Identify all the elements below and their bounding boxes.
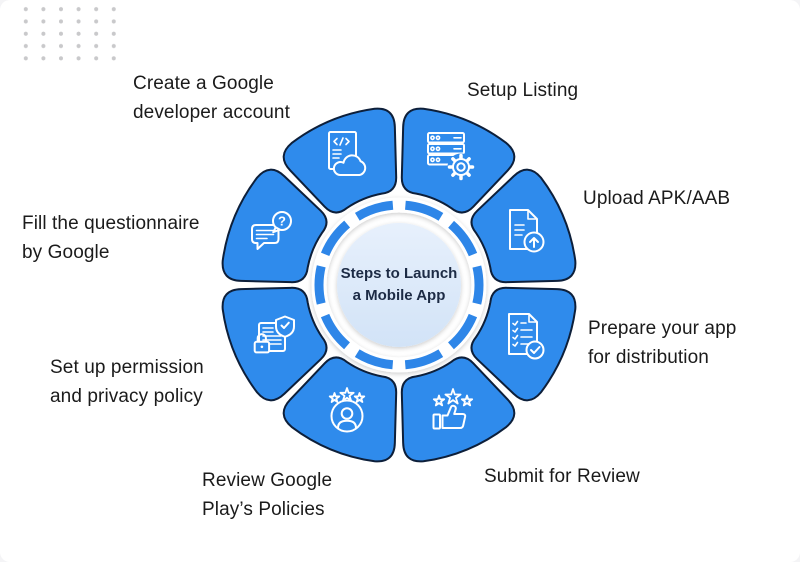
center-hub [311, 197, 487, 373]
dot-grid-decoration [17, 3, 123, 65]
step-label-permission-privacy: Set up permission and privacy policy [50, 357, 204, 407]
step-label-submit-for-review: Submit for Review [484, 466, 640, 487]
center-disc [337, 223, 461, 347]
step-label-create-developer-account: Create a Google developer account [133, 73, 290, 123]
step-label-review-policies: Review Google Play’s Policies [202, 470, 333, 520]
thumbs-up-stars-icon [432, 388, 474, 430]
step-label-setup-listing: Setup Listing [467, 80, 579, 101]
center-title: Steps to Launch a Mobile App [340, 265, 458, 304]
checklist-check-icon [508, 313, 545, 360]
step-label-prepare-distribution: Prepare your app for distribution [588, 318, 737, 368]
keyhole-dot [260, 345, 264, 349]
chat-question-icon: ? [251, 211, 292, 250]
document-upload-icon [509, 209, 545, 253]
step-label-upload-apk-aab: Upload APK/AAB [583, 188, 731, 209]
question-mark-glyph: ? [278, 214, 286, 229]
document-lock-shield-icon [253, 315, 295, 354]
dashed-ring [314, 200, 484, 370]
document-code-cloud-icon [328, 131, 367, 176]
person-stars-icon [328, 387, 366, 433]
step-label-questionnaire: Fill the questionnaire by Google [22, 213, 200, 263]
server-gear-icon [427, 132, 475, 181]
